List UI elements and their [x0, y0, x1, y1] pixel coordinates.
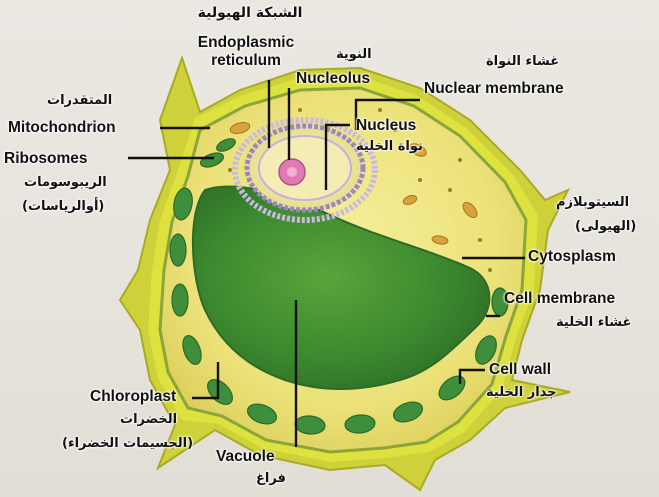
- label-ribosomes-en: Ribosomes: [4, 150, 88, 167]
- label-cell-membrane-ar: غشاء الخلية: [556, 316, 631, 330]
- chloroplast: [170, 234, 186, 266]
- label-vacuole-en: Vacuole: [216, 448, 275, 465]
- label-chloroplast-en: Chloroplast: [90, 388, 176, 405]
- label-er-en-2: reticulum: [176, 52, 316, 69]
- nucleus: [235, 120, 375, 220]
- label-er-en-1: Endoplasmic: [176, 34, 316, 51]
- label-nucleolus-ar: النوية: [336, 48, 372, 62]
- label-cell-membrane-en: Cell membrane: [504, 290, 615, 307]
- label-vacuole-ar: فراغ: [256, 472, 286, 486]
- label-nuclear-membrane-ar: غشاء النواة: [486, 55, 559, 69]
- label-cytoplasm-ar-1: السيتوبلازم: [556, 196, 629, 210]
- label-cell-wall-ar: جدار الخلية: [486, 386, 557, 400]
- label-cell-wall-en: Cell wall: [489, 361, 551, 378]
- label-ribosomes-ar-1: الريبوسومات: [24, 176, 107, 190]
- label-nucleolus-en: Nucleolus: [296, 70, 370, 87]
- chloroplast: [172, 284, 188, 316]
- label-cytoplasm-en: Cytosplasm: [528, 248, 616, 265]
- label-nuclear-membrane-en: Nuclear membrane: [424, 80, 564, 97]
- label-cytoplasm-ar-2: (الهيولى): [575, 220, 636, 234]
- label-mito-en: Mitochondrion: [8, 119, 116, 136]
- label-mito-ar: المتقدرات: [47, 94, 112, 108]
- label-nucleus-en: Nucleus: [356, 117, 416, 134]
- label-chloroplast-ar-2: (الجسيمات الخضراء): [62, 437, 193, 451]
- label-chloroplast-ar-1: الخضرات: [120, 413, 177, 427]
- label-nucleus-ar: نواة الخلية: [356, 140, 423, 154]
- label-er-ar: الشبكة الهيولية: [180, 6, 320, 21]
- label-ribosomes-ar-2: (أوالرياسات): [22, 200, 104, 214]
